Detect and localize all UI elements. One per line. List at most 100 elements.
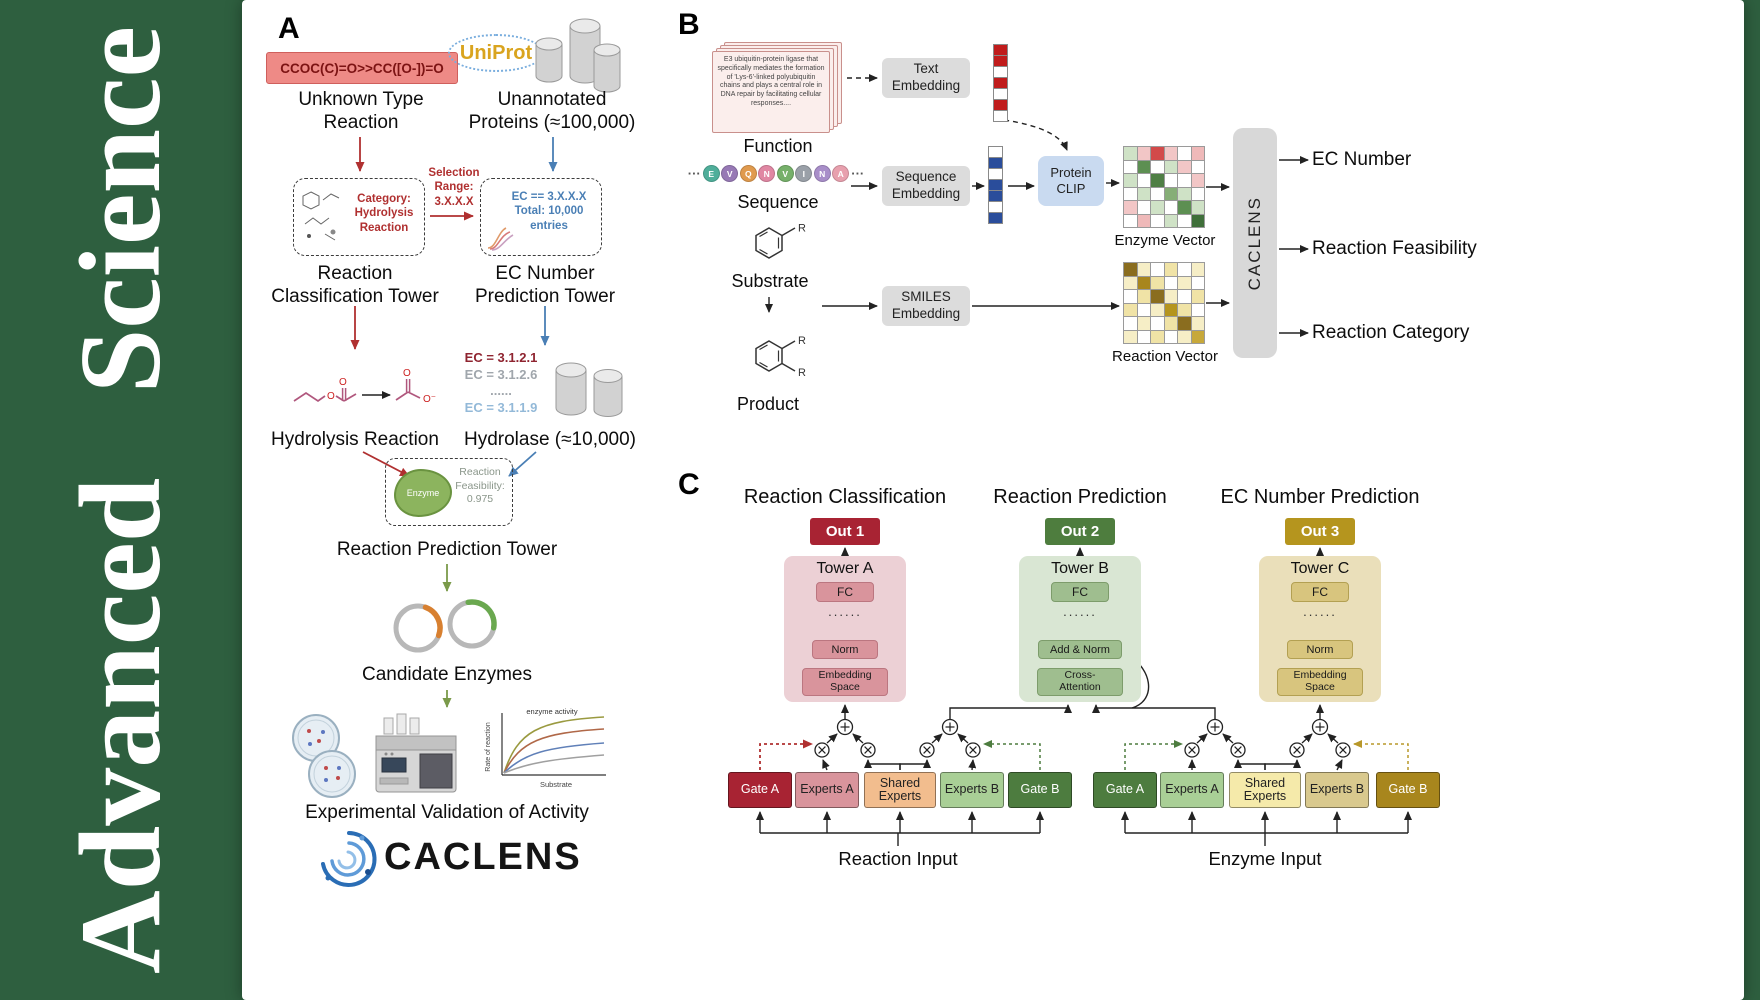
matrix-cell bbox=[1137, 276, 1150, 289]
matrix-cell bbox=[1124, 303, 1137, 316]
matrix-cell bbox=[1191, 263, 1204, 276]
column-title-reaction-classification: Reaction Classification bbox=[743, 486, 947, 508]
experimental-validation-label: Experimental Validation of Activity bbox=[305, 802, 589, 823]
matrix-cell bbox=[1191, 174, 1204, 187]
category-note: Category: Hydrolysis Reaction bbox=[354, 193, 414, 234]
vector-cell bbox=[994, 78, 1007, 88]
r-group-label: R bbox=[798, 223, 806, 235]
sequence-embedding-box: Sequence Embedding bbox=[882, 166, 970, 206]
oxygen-anion-label: O⁻ bbox=[423, 394, 436, 405]
tower-a-embedding-space: Embedding Space bbox=[802, 668, 888, 696]
ellipsis-left: ··· bbox=[687, 166, 701, 181]
ec-number-item: EC = 3.1.2.6 bbox=[464, 366, 538, 382]
hydrolase-database-icon bbox=[555, 362, 623, 417]
ec-note: EC == 3.X.X.X Total: 10,000 entries bbox=[511, 191, 587, 232]
matrix-cell bbox=[1178, 147, 1191, 160]
vector-cell bbox=[989, 191, 1002, 201]
matrix-cell bbox=[1137, 201, 1150, 214]
product-label: Product bbox=[736, 394, 800, 414]
protein-clip-box: Protein CLIP bbox=[1038, 156, 1104, 206]
matrix-cell bbox=[1178, 214, 1191, 227]
feasibility-score: Reaction Feasibility: 0.975 bbox=[455, 466, 505, 506]
matrix-cell bbox=[1191, 303, 1204, 316]
function-card-stack: E3 ubiquitin-protein ligase that specifi… bbox=[712, 42, 844, 136]
database-cluster-icon bbox=[535, 18, 621, 93]
hydrolysis-reaction-label: Hydrolysis Reaction bbox=[271, 429, 439, 450]
unknown-reaction-label: Unknown Type Reaction bbox=[298, 89, 424, 134]
matrix-cell bbox=[1137, 147, 1150, 160]
ec-dashed-box bbox=[480, 178, 602, 256]
matrix-cell bbox=[1151, 303, 1164, 316]
vector-cell bbox=[994, 45, 1007, 55]
matrix-cell bbox=[1178, 174, 1191, 187]
matrix-cell bbox=[1124, 160, 1137, 173]
tower-a-norm: Norm bbox=[812, 640, 878, 659]
matrix-cell bbox=[1137, 187, 1150, 200]
panel-c-label: C bbox=[678, 468, 700, 501]
output-ec-number: EC Number bbox=[1312, 149, 1412, 170]
matrix-cell bbox=[1151, 263, 1164, 276]
vector-cell bbox=[989, 158, 1002, 168]
matrix-cell bbox=[1191, 317, 1204, 330]
vector-cell bbox=[994, 56, 1007, 66]
matrix-cell bbox=[1124, 330, 1137, 343]
classification-dashed-box bbox=[293, 178, 425, 256]
enzyme-vector-matrix bbox=[1123, 146, 1205, 228]
column-title-reaction-prediction: Reaction Prediction bbox=[993, 486, 1167, 508]
ec-number-item: EC = 3.1.1.9 bbox=[464, 399, 538, 415]
text-embedding-vector bbox=[993, 44, 1008, 122]
matrix-cell bbox=[1191, 214, 1204, 227]
ec-number-item: ...... bbox=[490, 383, 512, 398]
matrix-cell bbox=[1178, 201, 1191, 214]
matrix-cell bbox=[1191, 276, 1204, 289]
matrix-cell bbox=[1178, 276, 1191, 289]
ec-tower-label: EC Number Prediction Tower bbox=[474, 263, 616, 308]
matrix-cell bbox=[1151, 276, 1164, 289]
r-group-label: R bbox=[798, 367, 806, 379]
plot-title: enzyme activity bbox=[526, 707, 578, 716]
matrix-cell bbox=[1137, 174, 1150, 187]
hydrolysis-molecules: O O O O⁻ bbox=[293, 368, 436, 405]
matrix-cell bbox=[1151, 160, 1164, 173]
vector-cell bbox=[989, 169, 1002, 179]
matrix-cell bbox=[1178, 187, 1191, 200]
matrix-cell bbox=[1164, 330, 1177, 343]
oxygen-atom-label: O bbox=[327, 391, 335, 402]
smiles-reaction-box: CCOC(C)=O>>CC([O-])=O bbox=[266, 52, 458, 84]
tower-c-dots: ...... bbox=[1303, 604, 1337, 619]
matrix-cell bbox=[1191, 147, 1204, 160]
matrix-cell bbox=[1178, 330, 1191, 343]
text-embedding-box: Text Embedding bbox=[882, 58, 970, 98]
tower-c-norm: Norm bbox=[1287, 640, 1353, 659]
residue-circle: E bbox=[702, 165, 720, 182]
output-reaction-category: Reaction Category bbox=[1312, 322, 1470, 343]
plot-ylabel: Rate of reaction bbox=[485, 722, 492, 772]
matrix-cell bbox=[1151, 187, 1164, 200]
matrix-cell bbox=[1164, 303, 1177, 316]
matrix-cell bbox=[1191, 160, 1204, 173]
r-group-label: R bbox=[798, 335, 806, 347]
matrix-cell bbox=[1151, 214, 1164, 227]
hydrolase-label: Hydrolase (≈10,000) bbox=[463, 429, 636, 450]
matrix-cell bbox=[1137, 214, 1150, 227]
residue-circle: A bbox=[832, 165, 850, 182]
tower-b-dots: ...... bbox=[1063, 604, 1097, 619]
matrix-cell bbox=[1151, 290, 1164, 303]
plot-xlabel: Substrate bbox=[540, 780, 572, 789]
tower-a: Tower A FC ...... Norm Embedding Space bbox=[784, 556, 906, 702]
residue-circle: N bbox=[813, 165, 831, 182]
matrix-cell bbox=[1164, 317, 1177, 330]
ec-number-item: EC = 3.1.2.1 bbox=[464, 350, 538, 365]
matrix-cell bbox=[1164, 147, 1177, 160]
out2-box: Out 2 bbox=[1045, 518, 1115, 545]
matrix-cell bbox=[1124, 147, 1137, 160]
substrate-molecule: R bbox=[755, 223, 806, 259]
function-card: E3 ubiquitin-protein ligase that specifi… bbox=[712, 51, 830, 133]
matrix-cell bbox=[1137, 330, 1150, 343]
matrix-cell bbox=[1178, 263, 1191, 276]
output-reaction-feasibility: Reaction Feasibility bbox=[1312, 238, 1477, 259]
